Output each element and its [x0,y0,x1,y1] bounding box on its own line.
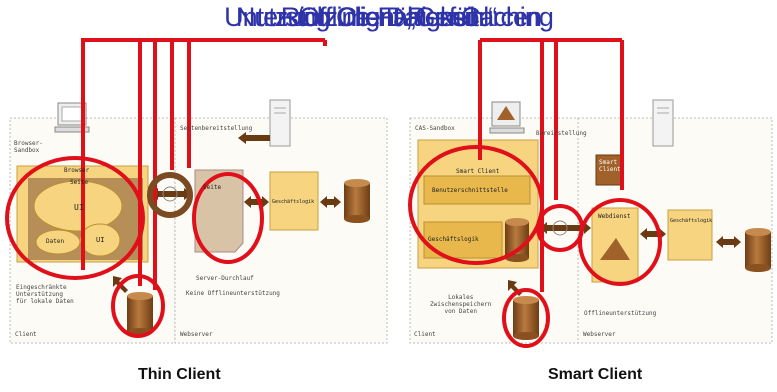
right-inner-logik-label: Geschäftslogik [428,236,479,243]
bereitstellung-label: Bereitstellung [536,130,587,137]
webdienst-icon [600,238,630,260]
lokales-label: Lokales Zwischenspeichern von Daten [430,294,492,315]
browser-label: Browser [64,167,90,174]
webdienst-label: Webdienst [598,213,631,220]
browser-sandbox-label: Browser- Sandbox [14,140,43,154]
cas-sandbox-label: CAS-Sandbox [415,125,455,132]
left-arrows [113,132,341,293]
left-roundtrip-ring [147,172,193,218]
arrow-logik-db [320,196,341,208]
arrow-logik-db-right [716,236,741,248]
seite-doc-label: Seite [203,184,222,191]
highlight-lines [5,38,662,348]
arrow-seite-logik [244,196,269,208]
smart-client-caption: Smart Client [548,366,643,383]
left-db-cylinder-server [344,179,370,223]
right-db-cylinder-client [513,296,539,340]
title-layer-4: Nutzung Client-Ressourcen [235,2,542,32]
left-geschaeftslogik-label: Geschäftslogik [272,199,315,205]
daten-label: Daten [46,238,65,245]
eingeschraenkte-label: Eingeschränkte Unterstützung für lokale … [16,284,74,305]
left-db-cylinder-client [127,292,153,336]
right-db-cylinder-server [745,228,771,272]
benutzer-label: Benutzerschnittstelle [432,187,508,194]
left-server-icon [269,99,291,147]
right-geschaeftslogik-box [667,209,713,261]
smart-client-label: Smart Client [456,168,500,175]
right-monitor-icon [489,101,525,134]
benutzer-box [423,175,531,205]
offline-label: Offlineunterstützung [584,310,657,317]
left-client-label: Client [15,331,37,338]
server-durchlauf-label: Server-Durchlauf [196,275,254,282]
arrow-browser-seite [150,188,192,200]
ui-small-ellipse [79,223,121,257]
keine-offline-label: Keine Offlineunterstützung [186,290,280,297]
left-roundtrip-icon [162,186,178,202]
left-monitor-icon [54,102,90,133]
ui-main-label: UI [74,203,84,212]
title-layer-3: Rich Client „Gefühl“ [280,2,498,32]
right-roundtrip-icon [552,220,568,236]
right-server-icon [652,99,674,147]
left-geschaeftslogik-box [269,171,319,231]
ui-small-label: UI [96,236,105,244]
left-webserver-label: Webserver [180,331,213,338]
right-geschaeftslogik-label: Geschäftslogik [670,218,713,224]
right-client-label: Client [414,331,436,338]
right-webserver-label: Webserver [583,331,616,338]
title-layer-1: Unterstützung Daten-Caching [224,2,554,32]
ui-ellipse [33,180,123,232]
thin-client-caption: Thin Client [138,366,221,383]
seite-inner-label: Seite [70,179,89,186]
seitenbereitstellung-label: Seitenbereitstellung [180,125,253,132]
arrow-client-webdienst [540,222,591,234]
arrow-seitenbereitstellung [238,132,270,144]
smart-client-server-label: Smart Client [599,159,621,173]
title-layer-2: Offline-Fähigkeit [298,2,479,32]
seite-document [194,169,244,253]
